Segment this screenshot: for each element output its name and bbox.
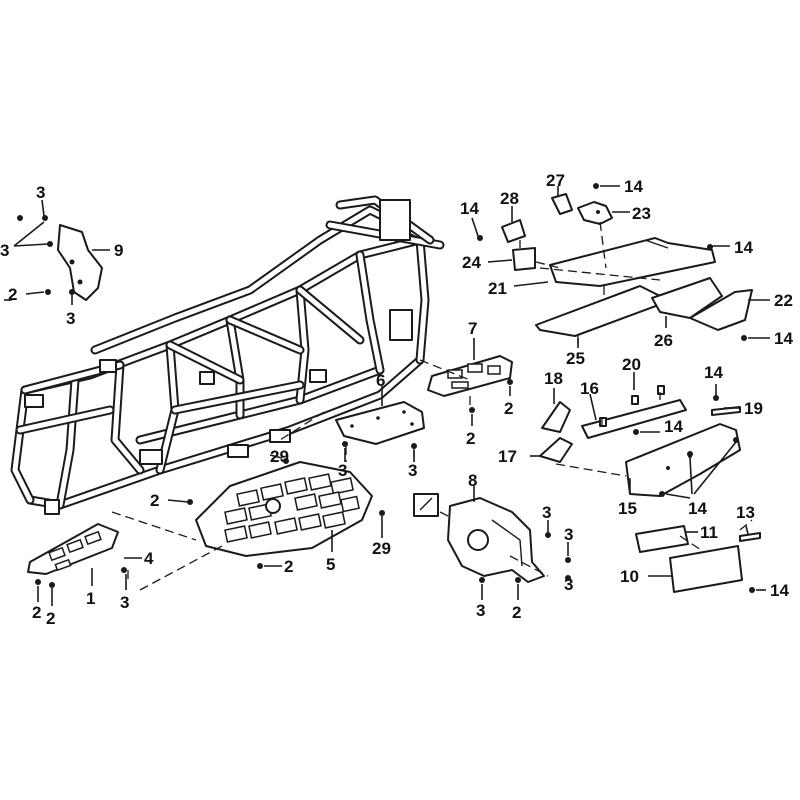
callout-2: 2: [8, 285, 17, 304]
callout-3: 3: [564, 575, 573, 594]
part-7-skid-plate: [427, 355, 513, 397]
callout-17: 17: [498, 447, 517, 466]
callout-2: 2: [504, 399, 513, 418]
callout-2: 2: [46, 609, 55, 628]
bolts-upper-right: [477, 183, 747, 341]
callout-3: 3: [476, 601, 485, 620]
part-24-bracket: [512, 247, 536, 271]
part-5-main-skid-plate: [195, 461, 373, 557]
part-22-panel: [689, 289, 753, 331]
callout-3: 3: [338, 461, 347, 480]
callout-1: 1: [86, 589, 95, 608]
skid-grid: [224, 473, 360, 543]
bolts-bottom-right: [749, 587, 755, 593]
callout-3: 3: [66, 309, 75, 328]
callout-29: 29: [372, 539, 391, 558]
callout-3: 3: [408, 461, 417, 480]
callout-24: 24: [462, 253, 481, 272]
callout-3: 3: [36, 183, 45, 202]
callout-18: 18: [544, 369, 563, 388]
callout-6: 6: [376, 371, 385, 390]
callout-25: 25: [566, 349, 585, 368]
part-18-cover: [541, 401, 571, 433]
callout-14: 14: [704, 363, 723, 382]
callout-10: 10: [620, 567, 639, 586]
part-28-bracket: [501, 219, 526, 243]
part-8-front-guard: [447, 497, 545, 583]
part-20-clips: [599, 385, 665, 427]
bolts-part-6: [342, 441, 417, 449]
callout-14: 14: [770, 581, 789, 600]
callout-3: 3: [542, 503, 551, 522]
callout-26: 26: [654, 331, 673, 350]
callout-19: 19: [744, 399, 763, 418]
callout-5: 5: [326, 555, 335, 574]
part-1-rear-skid-plate: [27, 523, 119, 575]
callout-2: 2: [150, 491, 159, 510]
part-11-pad: [635, 525, 689, 553]
callout-14: 14: [734, 238, 753, 257]
part-10-pad: [669, 545, 743, 593]
callout-21: 21: [488, 279, 507, 298]
bolts-part-5: [187, 458, 385, 569]
callout-labels: 3 3 9 2 3 14 28 27 14 23 14 24 21 22 26 …: [0, 171, 793, 628]
alignment-lines: [111, 221, 753, 591]
part-23-bracket: [577, 201, 613, 225]
bolts-part-1: [35, 567, 127, 588]
part-15-guard: [625, 423, 741, 497]
callout-22: 22: [774, 291, 793, 310]
callout-20: 20: [622, 355, 641, 374]
callout-2: 2: [512, 603, 521, 622]
callout-28: 28: [500, 189, 519, 208]
callout-14: 14: [774, 329, 793, 348]
callout-14: 14: [664, 417, 683, 436]
callout-7: 7: [468, 319, 477, 338]
callout-27: 27: [546, 171, 565, 190]
part-17-cover: [539, 437, 573, 463]
part-9-bracket: [57, 224, 103, 301]
callout-3: 3: [564, 525, 573, 544]
callout-23: 23: [632, 204, 651, 223]
part-16-rail: [581, 399, 687, 439]
callout-13: 13: [736, 503, 755, 522]
callout-4: 4: [144, 549, 154, 568]
callout-29: 29: [270, 447, 289, 466]
callout-14: 14: [624, 177, 643, 196]
callout-16: 16: [580, 379, 599, 398]
part-6-plate: [335, 401, 425, 445]
part-13-pin: [739, 532, 761, 542]
bolts-right-mid: [633, 395, 739, 497]
callout-2: 2: [284, 557, 293, 576]
callout-9: 9: [114, 241, 123, 260]
bolts-part-9: [17, 215, 75, 295]
part-26-panel: [651, 277, 723, 319]
part-21-long-plate: [549, 237, 716, 287]
callout-14: 14: [688, 499, 707, 518]
main-frame: [10, 195, 445, 515]
callout-2: 2: [466, 429, 475, 448]
callout-15: 15: [618, 499, 637, 518]
callout-3: 3: [120, 593, 129, 612]
callout-8: 8: [468, 471, 477, 490]
leader-lines: [13, 185, 770, 606]
callout-14: 14: [460, 199, 479, 218]
callout-3: 3: [0, 241, 9, 260]
part-27-bracket: [551, 193, 573, 215]
bolts-part-7: [469, 379, 513, 413]
callout-11: 11: [700, 523, 718, 542]
callout-2: 2: [32, 603, 41, 622]
part-8-small-bolt-box: [413, 493, 439, 517]
